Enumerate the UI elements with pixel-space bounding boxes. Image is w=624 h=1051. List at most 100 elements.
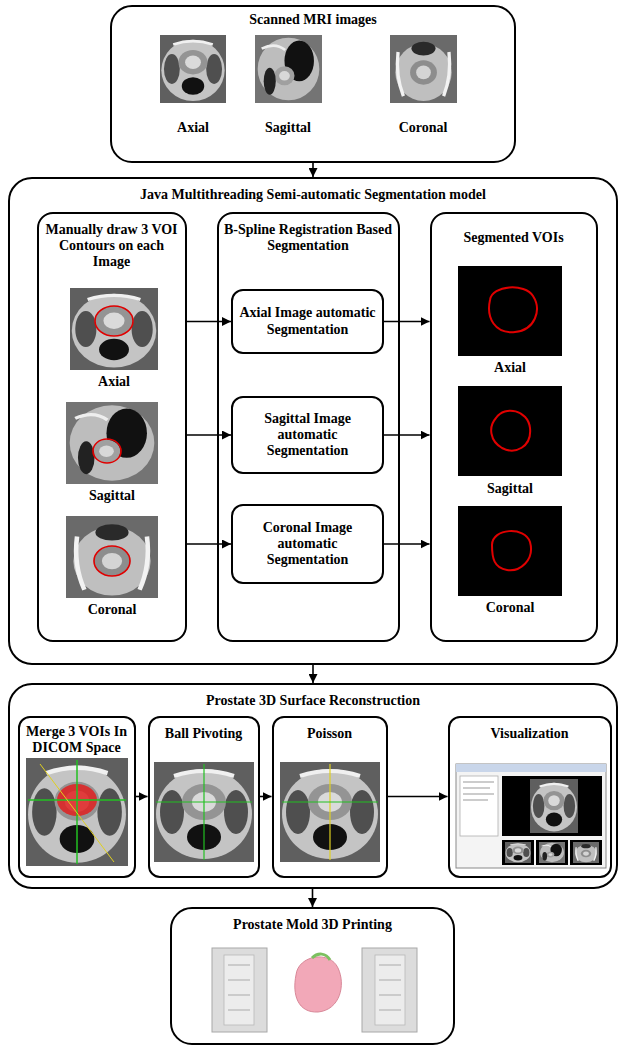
process-box: Axial Image automatic Segmentation [231,289,384,354]
illustration-part [492,531,531,570]
view-label: Axial [450,360,570,376]
illustration-part [539,842,565,863]
illustration-part [154,762,254,862]
group-box: Scanned MRI images [110,5,516,163]
illustration-part [160,35,226,103]
illustration-part [379,1010,401,1011]
illustration-part [212,948,267,1032]
illustration-part [379,980,401,981]
flow-arrow [187,434,232,436]
illustration-part [228,995,250,996]
illustration-part [502,776,602,836]
illustration-part [95,306,133,336]
illustration-part [295,957,342,1012]
flow-arrow [384,543,430,545]
box-title: Merge 3 VOIs In DICOM Space [20,724,134,756]
mold-illustration [212,948,417,1032]
illustration-part [66,516,158,598]
contoured-thumbnails [66,288,158,598]
illustration-part [458,266,562,356]
illustration-part [203,764,204,860]
illustration-part [458,386,562,476]
view-label: Coronal [52,602,172,618]
flow-arrow [312,889,314,907]
box-title: Sagittal Image automatic Segmentation [233,411,382,459]
view-label: Sagittal [52,488,172,504]
illustration-part [40,764,114,862]
scanned-thumbnails [160,35,457,103]
flow-arrow [388,796,448,798]
illustration-part [536,840,568,865]
illustration-part [28,799,126,801]
flow-arrow [136,796,148,798]
illustration-part [463,782,494,783]
box-title: Coronal Image automatic Segmentation [233,520,382,568]
illustration-part [456,764,606,772]
box-title: Segmented VOIs [432,230,596,246]
illustration-part [505,842,531,863]
box-title: Manually draw 3 VOI Contours on each Ima… [39,222,185,270]
box-title: Poisson [274,726,386,742]
illustration-part [530,779,578,833]
reconstruction-thumbnails [26,758,606,868]
illustration-part [156,801,252,802]
illustration-part [489,287,537,332]
process-box: Sagittal Image automatic Segmentation [231,396,384,474]
illustration-part [379,995,401,996]
illustration-part [329,764,330,860]
illustration-part [228,1010,250,1011]
group-box: Merge 3 VOIs In DICOM Space [18,716,136,878]
illustration-part [375,955,405,1025]
illustration-part [312,954,330,960]
illustration-part [255,35,322,103]
illustration-part [491,411,530,451]
illustration-part [502,840,534,865]
flow-arrow [187,543,232,545]
illustration-part [458,506,562,596]
view-label: Sagittal [228,120,348,136]
box-title: Scanned MRI images [112,12,514,28]
segmented-vois [458,266,562,596]
view-label: Sagittal [450,481,570,497]
flow-arrow [384,321,430,323]
group-box: Visualization [448,716,612,878]
illustration-part [224,955,254,1025]
group-box: Segmented VOIs [430,212,598,642]
process-box: Coronal Image automatic Segmentation [231,504,384,584]
box-title: Visualization [450,726,610,742]
illustration-part [70,288,158,370]
illustration-part [573,842,599,863]
illustration-part [94,546,130,576]
illustration-part [379,965,401,966]
group-box: Prostate 3D Surface ReconstructionMerge … [8,683,618,889]
illustration-part [463,794,494,795]
group-box: Java Multithreading Semi-automatic Segme… [8,177,618,665]
illustration-part [570,840,602,865]
view-label: Coronal [450,600,570,616]
group-box: Prostate Mold 3D Printing [170,907,455,1045]
illustration-part [280,762,380,862]
illustration-part [66,402,158,484]
view-label: Axial [54,374,174,390]
box-title: B-Spline Registration Based Segmentation [219,222,398,254]
view-label: Axial [133,120,253,136]
illustration-part [26,758,128,866]
group-box: B-Spline Registration Based Segmentation… [217,212,400,642]
group-box: Poisson [272,716,388,878]
box-title: Java Multithreading Semi-automatic Segme… [10,187,616,203]
group-box: Ball Pivoting [148,716,260,878]
flow-arrow [187,321,232,323]
illustration-part [282,801,378,802]
box-title: Prostate Mold 3D Printing [172,917,453,933]
flow-arrow [260,796,272,798]
illustration-part [228,980,250,981]
illustration-part [460,776,498,836]
illustration-part [93,439,121,463]
illustration-part [228,965,250,966]
view-label: Coronal [363,120,483,136]
illustration-part [456,764,606,868]
illustration-part [390,35,457,103]
illustration-part [362,948,417,1032]
box-title: Prostate 3D Surface Reconstruction [10,693,616,709]
box-title: Axial Image automatic Segmentation [233,305,382,337]
